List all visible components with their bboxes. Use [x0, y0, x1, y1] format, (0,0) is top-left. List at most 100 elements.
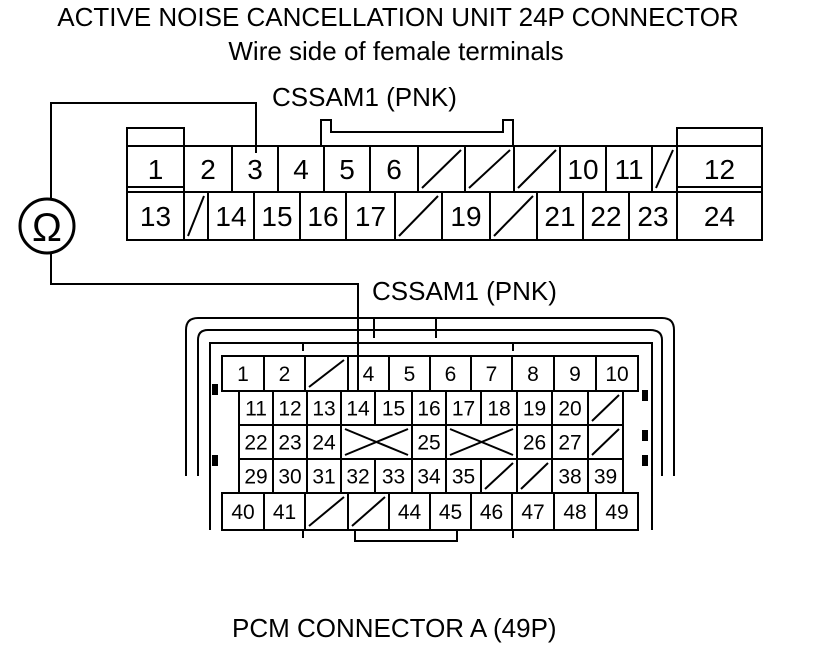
pcm-terminal-11: 11: [238, 390, 274, 426]
svg-text:6: 6: [445, 363, 457, 386]
pcm-terminal-29: 29: [238, 458, 274, 494]
anc-terminal-21: 21: [536, 191, 584, 241]
pcm-terminal-17: 17: [445, 390, 482, 426]
pcm-terminal-9: 9: [553, 355, 597, 392]
pcm-terminal-44: 44: [388, 492, 431, 531]
pcm-terminal-empty: [304, 492, 349, 531]
svg-text:1: 1: [148, 154, 164, 185]
anc-terminal-2: 2: [183, 145, 233, 193]
anc-terminal-1: 1: [126, 145, 185, 193]
diagram-title: ACTIVE NOISE CANCELLATION UNIT 24P CONNE…: [57, 2, 738, 32]
pcm-terminal-25: 25: [411, 424, 447, 460]
pcm-terminal-35: 35: [445, 458, 482, 494]
svg-text:35: 35: [452, 466, 475, 489]
svg-text:11: 11: [614, 154, 643, 185]
svg-text:Ω: Ω: [32, 206, 62, 250]
anc-terminal-14: 14: [207, 191, 255, 241]
svg-text:47: 47: [521, 501, 544, 524]
svg-text:7: 7: [486, 363, 498, 386]
pcm-terminal-empty: [340, 424, 413, 460]
pcm-terminal-10: 10: [595, 355, 639, 392]
anc-terminal-15: 15: [253, 191, 301, 241]
pcm-49p-connector: [185, 317, 675, 542]
pcm-terminal-47: 47: [511, 492, 555, 531]
svg-text:27: 27: [558, 432, 581, 455]
pcm-terminal-empty: [587, 390, 624, 426]
svg-text:10: 10: [605, 363, 628, 386]
pcm-terminal-46: 46: [470, 492, 513, 531]
pcm-terminal-32: 32: [340, 458, 376, 494]
svg-text:19: 19: [523, 398, 546, 421]
svg-text:3: 3: [247, 154, 263, 185]
pcm-terminal-empty: [516, 458, 553, 494]
svg-text:13: 13: [312, 398, 335, 421]
anc-terminal-13: 13: [126, 191, 185, 241]
svg-text:44: 44: [398, 501, 422, 524]
svg-text:11: 11: [245, 398, 267, 421]
pcm-terminal-empty: [347, 492, 390, 531]
svg-text:10: 10: [567, 154, 598, 185]
pcm-terminal-38: 38: [551, 458, 589, 494]
pcm-terminal-16: 16: [411, 390, 447, 426]
pcm-terminal-45: 45: [429, 492, 472, 531]
pcm-terminal-23: 23: [272, 424, 308, 460]
pcm-terminal-49: 49: [595, 492, 639, 531]
pcm-terminal-33: 33: [374, 458, 413, 494]
diagram-subtitle: Wire side of female terminals: [228, 36, 563, 66]
svg-text:30: 30: [278, 466, 301, 489]
svg-text:41: 41: [273, 501, 296, 524]
pcm-terminal-7: 7: [470, 355, 513, 392]
svg-text:12: 12: [704, 154, 735, 185]
svg-text:9: 9: [569, 363, 581, 386]
wire-label-top: CSSAM1 (PNK): [272, 82, 457, 112]
svg-text:23: 23: [637, 201, 668, 232]
pcm-latch-tabs: [212, 384, 648, 466]
svg-text:49: 49: [605, 501, 628, 524]
svg-text:48: 48: [563, 501, 586, 524]
svg-text:14: 14: [215, 201, 246, 232]
pcm-terminal-14: 14: [340, 390, 376, 426]
svg-text:19: 19: [450, 201, 481, 232]
pcm-terminal-27: 27: [551, 424, 589, 460]
pcm-terminal-4: 4: [347, 355, 390, 392]
pcm-terminal-26: 26: [516, 424, 553, 460]
anc-terminal-5: 5: [323, 145, 371, 193]
svg-text:23: 23: [278, 432, 301, 455]
pcm-terminal-empty: [304, 355, 349, 392]
anc-terminal-empty: [417, 145, 466, 193]
anc-terminal-19: 19: [441, 191, 491, 241]
svg-text:24: 24: [704, 201, 735, 232]
svg-text:5: 5: [404, 363, 416, 386]
pcm-terminal-48: 48: [553, 492, 597, 531]
svg-text:46: 46: [480, 501, 503, 524]
anc-terminal-22: 22: [582, 191, 630, 241]
svg-text:40: 40: [231, 501, 254, 524]
anc-terminal-12: 12: [676, 145, 763, 193]
svg-text:20: 20: [558, 398, 581, 421]
anc-terminal-16: 16: [299, 191, 347, 241]
svg-text:17: 17: [452, 398, 475, 421]
ohmmeter-icon: Ω: [18, 197, 76, 255]
anc-terminal-empty: [651, 145, 678, 193]
pcm-terminal-13: 13: [306, 390, 342, 426]
svg-text:31: 31: [312, 466, 335, 489]
svg-text:4: 4: [293, 154, 309, 185]
svg-text:16: 16: [307, 201, 338, 232]
pcm-terminal-34: 34: [411, 458, 447, 494]
svg-text:22: 22: [590, 201, 621, 232]
svg-text:17: 17: [355, 201, 386, 232]
svg-text:6: 6: [386, 154, 402, 185]
footer-caption: PCM CONNECTOR A (49P): [232, 613, 557, 643]
pcm-terminal-22: 22: [238, 424, 274, 460]
svg-text:15: 15: [261, 201, 292, 232]
pcm-terminal-20: 20: [551, 390, 589, 426]
anc-terminal-6: 6: [369, 145, 419, 193]
test-wiring: [50, 102, 359, 390]
svg-text:24: 24: [312, 432, 336, 455]
pcm-terminal-8: 8: [511, 355, 555, 392]
svg-text:45: 45: [439, 501, 462, 524]
svg-text:33: 33: [382, 466, 405, 489]
